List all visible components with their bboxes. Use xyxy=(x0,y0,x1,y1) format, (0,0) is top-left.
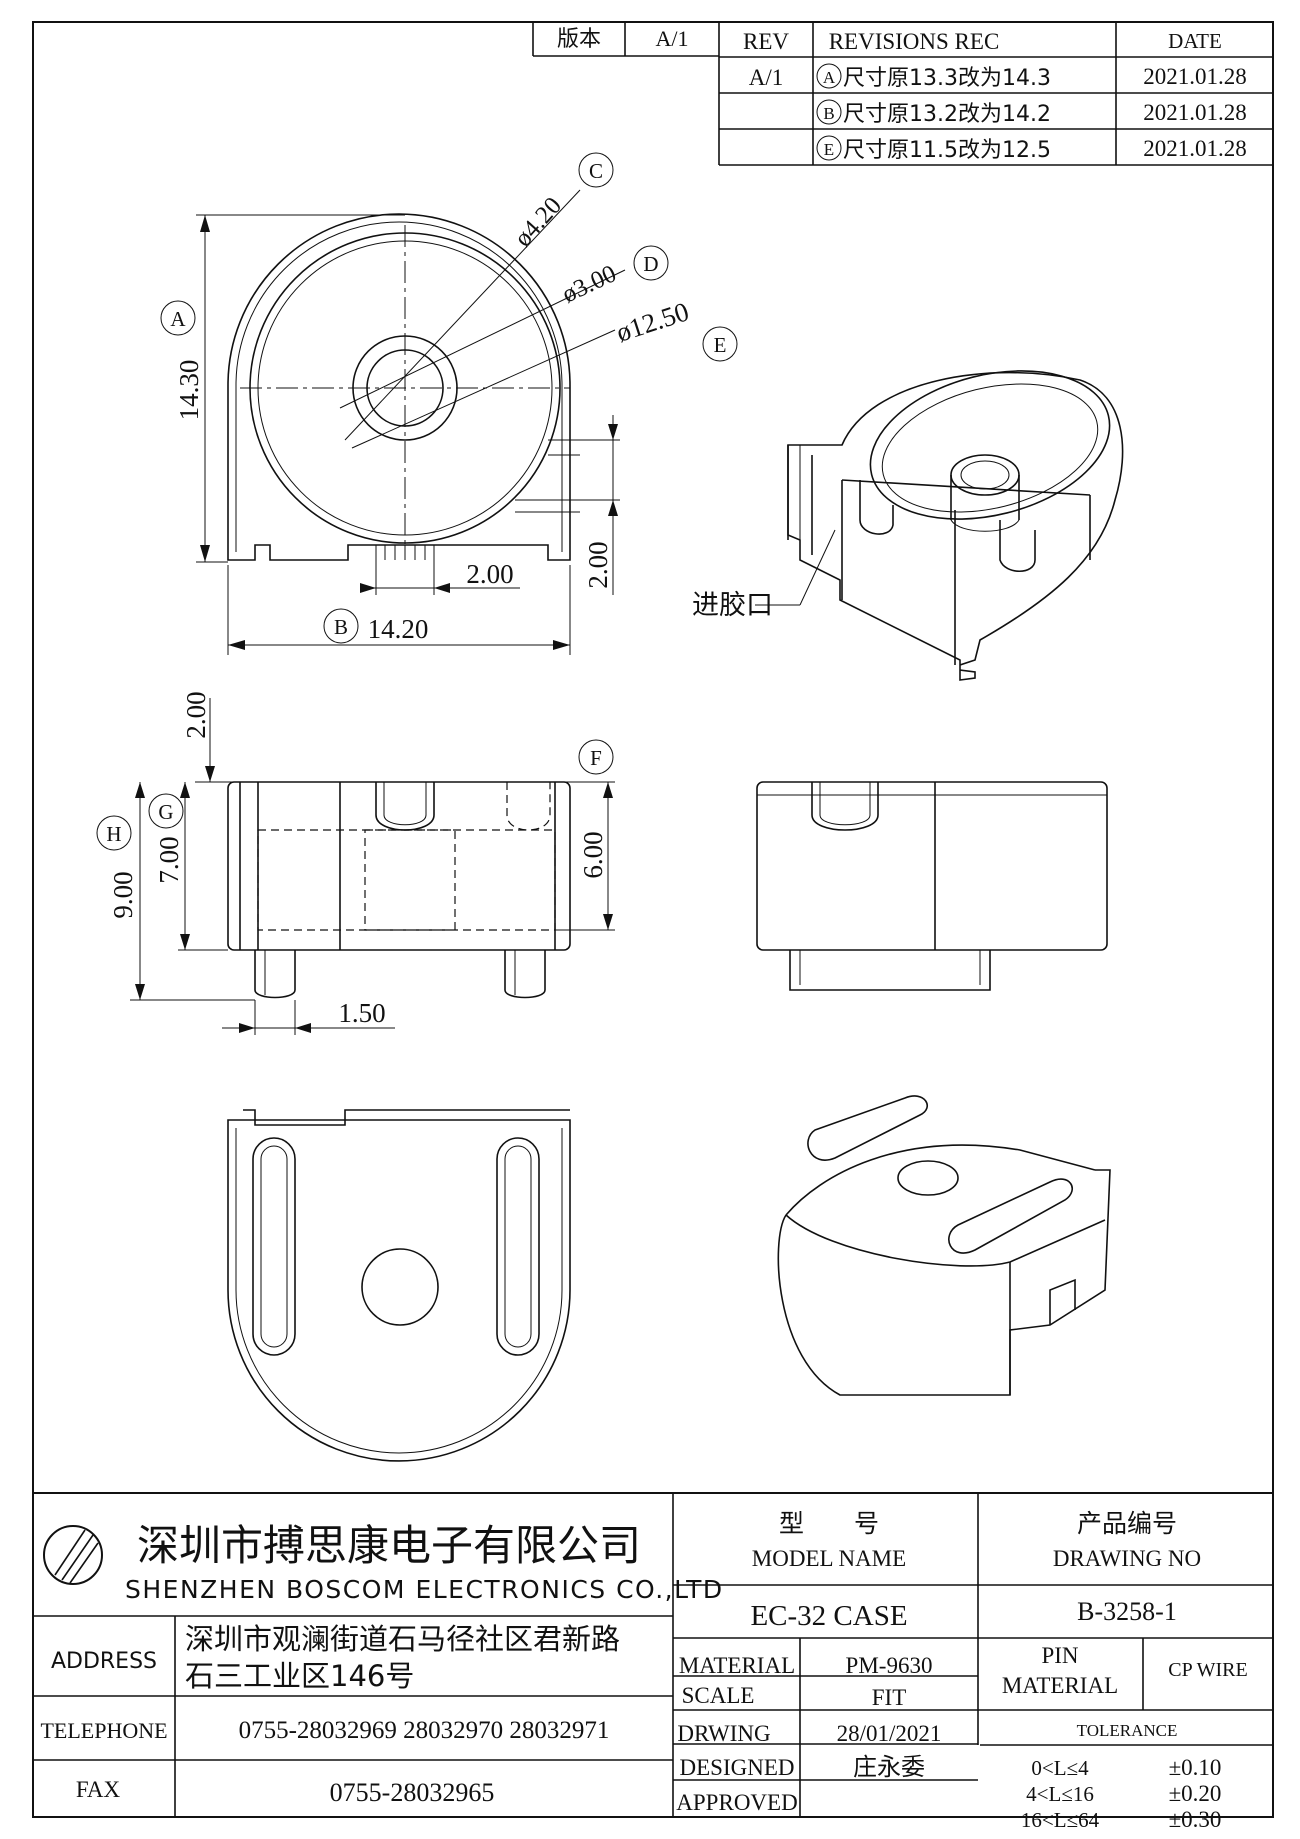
rev-row-2-mark: B xyxy=(823,104,834,123)
drawing-label-cn: 产品编号 xyxy=(1077,1509,1177,1538)
scale-label: SCALE xyxy=(682,1683,755,1708)
label-f: F xyxy=(590,746,602,770)
dim-a-value: 14.30 xyxy=(174,360,204,421)
drawing-value: B-3258-1 xyxy=(1077,1597,1177,1626)
version-label: 版本 xyxy=(557,27,601,52)
date-header: DATE xyxy=(1168,29,1222,53)
telephone-value: 0755-28032969 28032970 28032971 xyxy=(239,1717,610,1744)
iso-top-view: 进胶口 xyxy=(692,370,1124,681)
pin-material-value: CP WIRE xyxy=(1168,1659,1247,1681)
title-block: 深圳市搏思康电子有限公司 SHENZHEN BOSCOM ELECTRONICS… xyxy=(33,1492,1273,1832)
rev-header: REV xyxy=(743,29,789,54)
tolerance-range-3: 16<L≤64 xyxy=(1021,1808,1100,1832)
address-line-1: 深圳市观澜街道石马径社区君新路 xyxy=(185,1622,620,1656)
tolerance-value-3: ±0.30 xyxy=(1169,1807,1222,1832)
material-label: MATERIAL xyxy=(679,1653,795,1678)
dim-top-value: 2.00 xyxy=(181,691,211,738)
front-view: 2.00 9.00 H 7.00 G 6.00 F 1.50 xyxy=(96,691,615,1035)
revision-table: 版本 A/1 REV REVISIONS REC DATE A/1 A 尺寸原1… xyxy=(532,22,1273,166)
dim-f-value: 6.00 xyxy=(578,831,608,878)
rev-row-2-date: 2021.01.28 xyxy=(1143,100,1247,125)
rev-row-1-date: 2021.01.28 xyxy=(1143,64,1247,89)
model-label-cn: 型 号 xyxy=(779,1509,879,1538)
tolerance-value-2: ±0.20 xyxy=(1169,1781,1222,1806)
model-value: EC-32 CASE xyxy=(750,1600,907,1632)
designed-value: 庄永委 xyxy=(853,1753,925,1781)
revisions-header: REVISIONS REC xyxy=(829,29,1000,54)
tolerance-range-2: 4<L≤16 xyxy=(1026,1782,1094,1806)
tolerance-label: TOLERANCE xyxy=(1077,1721,1178,1740)
scale-value: FIT xyxy=(872,1685,907,1710)
label-d: D xyxy=(643,252,658,276)
dim-b-value: 14.20 xyxy=(368,614,429,644)
approved-label: APPROVED xyxy=(676,1790,797,1815)
gate-label: 进胶口 xyxy=(692,590,773,621)
tolerance-value-1: ±0.10 xyxy=(1169,1755,1222,1780)
pin-material-label-1: PIN xyxy=(1041,1643,1078,1668)
label-c: C xyxy=(589,159,603,183)
designed-label: DESIGNED xyxy=(680,1755,795,1780)
label-h: H xyxy=(106,822,121,846)
dim-g-value: 7.00 xyxy=(154,836,184,883)
rev-row-2-text: 尺寸原13.2改为14.2 xyxy=(843,102,1051,127)
model-label-en: MODEL NAME xyxy=(752,1546,906,1571)
address-line-2: 石三工业区146号 xyxy=(185,1659,414,1693)
drawing-date-label: DRWING xyxy=(677,1721,770,1746)
bottom-view xyxy=(227,1109,571,1462)
fax-value: 0755-28032965 xyxy=(330,1778,495,1807)
dim-h-value: 9.00 xyxy=(108,871,138,918)
dia-d-value: ø3.00 xyxy=(558,260,620,308)
company-name-en: SHENZHEN BOSCOM ELECTRONICS CO.,LTD xyxy=(125,1575,724,1604)
rev-row-3-text: 尺寸原11.5改为12.5 xyxy=(843,138,1051,163)
fax-label: FAX xyxy=(76,1777,121,1802)
slot-width-value: 2.00 xyxy=(466,559,513,589)
sheet-border xyxy=(32,21,1274,1818)
pin-width-value: 1.50 xyxy=(338,998,385,1028)
company-logo-icon xyxy=(43,1525,103,1585)
version-value: A/1 xyxy=(656,26,689,51)
slot-depth-value: 2.00 xyxy=(583,541,613,588)
rev-row-1-mark: A xyxy=(823,68,836,87)
pin-material-label-2: MATERIAL xyxy=(1002,1673,1118,1698)
side-view xyxy=(756,781,1108,991)
drawing-label-en: DRAWING NO xyxy=(1053,1546,1201,1571)
rev-row-1-rev: A/1 xyxy=(749,65,784,90)
company-name-cn: 深圳市搏思康电子有限公司 xyxy=(137,1521,641,1570)
rev-row-3-date: 2021.01.28 xyxy=(1143,136,1247,161)
rev-row-1-text: 尺寸原13.3改为14.3 xyxy=(843,66,1051,91)
address-label: ADDRESS xyxy=(51,1649,157,1674)
rev-row-3-mark: E xyxy=(824,140,834,159)
drawing-date-value: 28/01/2021 xyxy=(837,1721,942,1746)
dia-c-value: ø4.20 xyxy=(509,192,567,252)
label-g: G xyxy=(158,800,173,824)
label-e: E xyxy=(714,333,727,357)
top-view: 14.30 A B 14.20 ø4.20 C ø3.00 D ø12.50 E… xyxy=(160,152,738,655)
dia-e-value: ø12.50 xyxy=(613,296,693,347)
material-value: PM-9630 xyxy=(846,1653,933,1678)
label-a: A xyxy=(170,307,186,331)
label-b: B xyxy=(334,615,348,639)
telephone-label: TELEPHONE xyxy=(40,1718,167,1743)
iso-bottom-view xyxy=(777,1095,1111,1396)
tolerance-range-1: 0<L≤4 xyxy=(1031,1756,1089,1780)
